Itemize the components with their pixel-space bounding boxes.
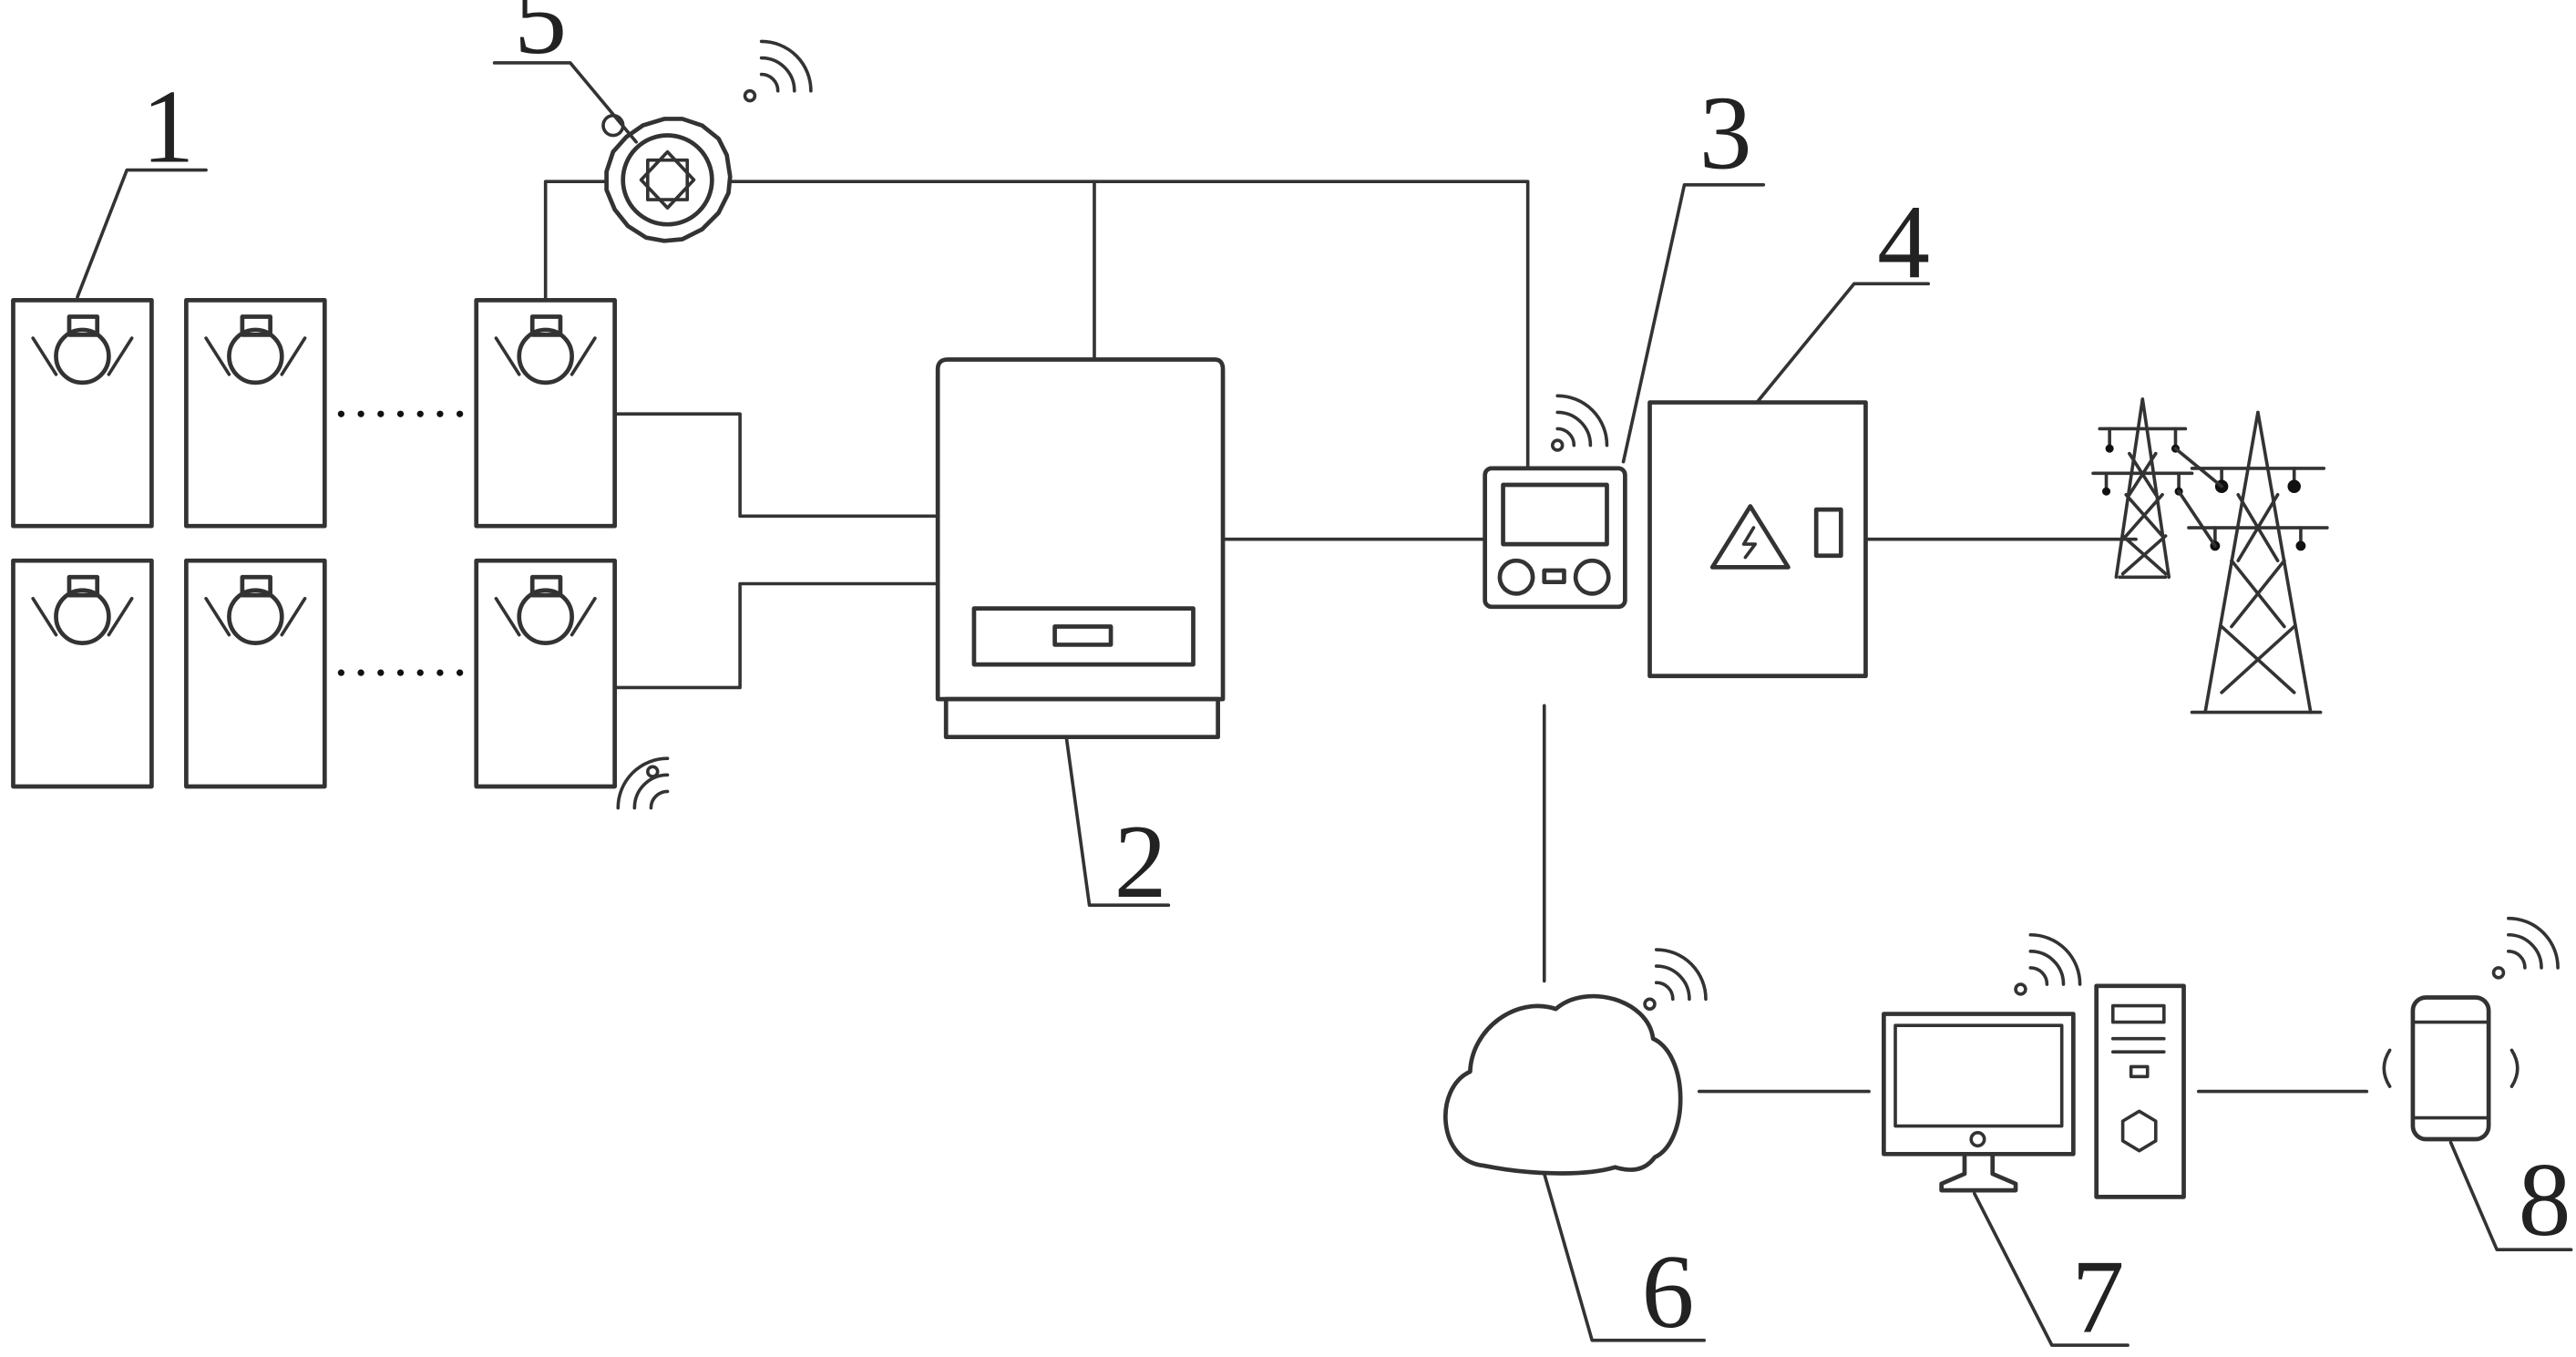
label-pv-modules: 1 (142, 68, 195, 185)
wireless-signal-icon (1550, 394, 1609, 452)
solar-panel-icon (477, 560, 615, 786)
transmission-tower-icon (2091, 397, 2194, 580)
connection-wires (543, 180, 2369, 1094)
distribution-cabinet-icon (1647, 400, 1868, 679)
energy-meter-icon (1483, 394, 1627, 610)
label-inverter: 2 (1114, 804, 1167, 920)
leader-lines (76, 61, 2573, 1347)
inverter-icon (935, 357, 1226, 740)
transmission-tower-icon (2187, 410, 2329, 714)
transmission-wire (2173, 447, 2223, 548)
solar-panel-icon (13, 300, 151, 526)
solar-panel-icon (186, 300, 324, 526)
solar-panel-icon (477, 300, 615, 526)
label-grid-cabinet: 4 (1877, 184, 1930, 301)
mobile-phone-icon (2382, 916, 2560, 1142)
ellipsis-dots-top (337, 410, 464, 417)
wireless-signal-icon (2491, 916, 2560, 980)
ellipsis-dots-bottom (337, 669, 464, 676)
wireless-signal-icon (616, 756, 670, 810)
computer-icon (1881, 932, 2186, 1199)
label-phone: 8 (2519, 1142, 2571, 1259)
wireless-signal-icon (1643, 948, 1708, 1011)
solar-panel-array (13, 300, 670, 810)
cloud-icon (1443, 948, 1708, 1176)
wireless-signal-icon (2014, 932, 2082, 996)
label-cloud: 6 (1641, 1234, 1694, 1351)
wireless-signal-icon (743, 39, 813, 103)
label-computer: 7 (2072, 1239, 2125, 1356)
high-voltage-warning-icon (1709, 504, 1791, 570)
solar-panel-icon (186, 560, 324, 786)
label-meter: 3 (1699, 76, 1752, 192)
solar-panel-icon (13, 560, 151, 786)
label-monitor-device: 5 (514, 0, 567, 77)
